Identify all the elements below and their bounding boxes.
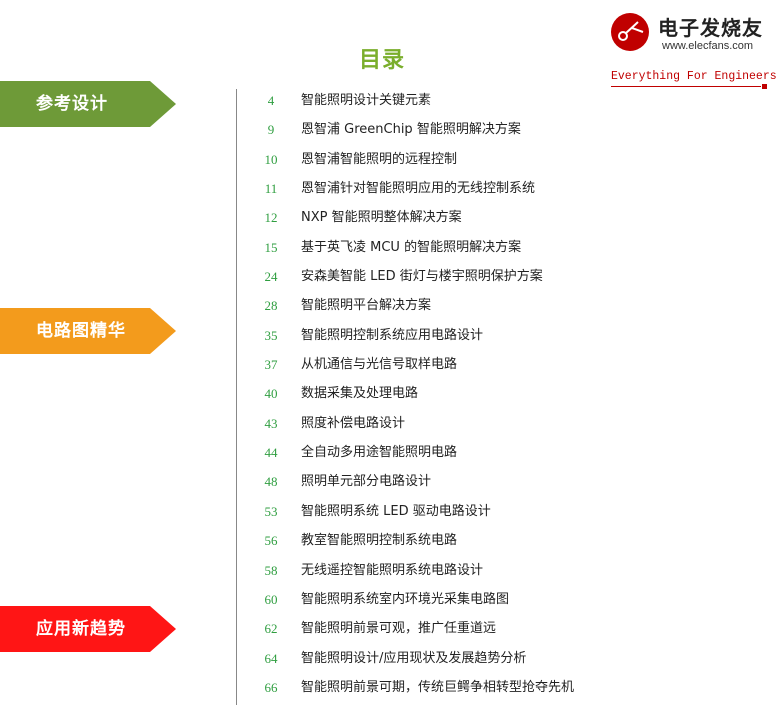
- toc-entry[interactable]: 9 恩智浦 GreenChip 智能照明解决方案: [256, 117, 521, 146]
- entry-title: 全自动多用途智能照明电路: [301, 445, 458, 461]
- page-number: 12: [264, 210, 278, 226]
- circuit-dot-icon: [611, 13, 649, 51]
- page-number: 66: [264, 679, 278, 695]
- page-number: 60: [264, 591, 278, 607]
- toc-entry[interactable]: 62 智能照明前景可观，推广任重道远: [256, 616, 497, 645]
- entry-title: 安森美智能 LED 街灯与楼宇照明保护方案: [301, 269, 543, 285]
- entry-title: 智能照明控制系统应用电路设计: [301, 327, 484, 343]
- page-number: 48: [264, 474, 278, 490]
- entry-title: 智能照明设计/应用现状及发展趋势分析: [301, 650, 527, 666]
- toc-entry[interactable]: 53 智能照明系统 LED 驱动电路设计: [256, 499, 491, 528]
- toc-entry[interactable]: 44 全自动多用途智能照明电路: [256, 440, 458, 469]
- toc-entry[interactable]: 56 教室智能照明控制系统电路: [256, 528, 458, 557]
- logo-tagline: Everything For Engineers: [611, 70, 777, 83]
- page-number: 40: [264, 386, 278, 402]
- toc-entry[interactable]: 37 从机通信与光信号取样电路: [256, 352, 458, 381]
- page-number: 9: [267, 122, 275, 138]
- entry-title: 从机通信与光信号取样电路: [301, 357, 458, 373]
- page-number: 62: [264, 621, 278, 637]
- page-number: 58: [264, 562, 278, 578]
- page-number: 10: [264, 151, 278, 167]
- tagline-end-dot: [762, 84, 767, 89]
- entry-title: 基于英飞凌 MCU 的智能照明解决方案: [301, 239, 522, 255]
- logo-name: 电子发烧友: [658, 16, 763, 40]
- toc-entry[interactable]: 10 恩智浦智能照明的远程控制: [256, 147, 458, 176]
- logo-url: www.elecfans.com: [662, 40, 754, 52]
- page-number: 37: [264, 357, 278, 373]
- section-tab-application-trends[interactable]: 应用新趋势: [0, 606, 176, 652]
- page-number: 35: [264, 327, 278, 343]
- toc-entry[interactable]: 11 恩智浦针对智能照明应用的无线控制系统: [256, 176, 535, 205]
- page-title: 目录: [358, 48, 405, 73]
- section-tab-reference-design[interactable]: 参考设计: [0, 81, 176, 127]
- entry-title: NXP 智能照明整体解决方案: [301, 210, 462, 226]
- page-number: 15: [264, 239, 278, 255]
- toc-entry[interactable]: 58 无线遥控智能照明系统电路设计: [256, 558, 484, 587]
- page-number: 4: [267, 93, 275, 108]
- toc-entry[interactable]: 4 智能照明设计关键元素: [256, 88, 431, 117]
- vertical-divider: [236, 89, 237, 705]
- section-tab-circuit-highlights[interactable]: 电路图精华: [0, 308, 176, 354]
- toc-entry[interactable]: 43 照度补偿电路设计: [256, 411, 406, 440]
- toc-entry[interactable]: 15 基于英飞凌 MCU 的智能照明解决方案: [256, 235, 522, 264]
- page-number: 28: [264, 298, 278, 314]
- entry-title: 恩智浦智能照明的远程控制: [301, 151, 458, 167]
- toc-entry[interactable]: 12 NXP 智能照明整体解决方案: [256, 205, 462, 234]
- toc-entry[interactable]: 64 智能照明设计/应用现状及发展趋势分析: [256, 646, 527, 675]
- entry-title: 智能照明前景可期，传统巨鳄争相转型抢夺先机: [301, 679, 575, 695]
- page-number: 11: [264, 181, 278, 197]
- page-number: 44: [264, 445, 278, 461]
- section-label: 电路图精华: [36, 321, 126, 341]
- page-number: 56: [264, 533, 278, 549]
- entry-title: 教室智能照明控制系统电路: [301, 533, 458, 549]
- entry-title: 智能照明前景可观，推广任重道远: [301, 621, 497, 637]
- section-label: 参考设计: [36, 94, 108, 114]
- entry-title: 智能照明系统室内环境光采集电路图: [301, 591, 510, 607]
- elecfans-logo[interactable]: 电子发烧友 www.elecfans.com Everything For En…: [606, 6, 777, 90]
- page-number: 24: [264, 269, 278, 285]
- page-number: 64: [264, 650, 278, 666]
- toc-entry[interactable]: 24 安森美智能 LED 街灯与楼宇照明保护方案: [256, 264, 543, 293]
- tagline-underline: [611, 86, 761, 87]
- entry-title: 恩智浦 GreenChip 智能照明解决方案: [301, 122, 521, 138]
- entry-title: 智能照明设计关键元素: [301, 93, 432, 108]
- section-label: 应用新趋势: [36, 619, 126, 639]
- entry-title: 智能照明平台解决方案: [301, 298, 432, 314]
- entry-title: 无线遥控智能照明系统电路设计: [301, 562, 484, 578]
- entry-title: 照明单元部分电路设计: [301, 474, 432, 490]
- entry-title: 照度补偿电路设计: [301, 415, 406, 431]
- page-number: 43: [264, 415, 278, 431]
- entry-title: 恩智浦针对智能照明应用的无线控制系统: [301, 181, 536, 197]
- toc-list: 4 智能照明设计关键元素 9 恩智浦 GreenChip 智能照明解决方案 10 恩智…: [256, 88, 575, 704]
- page-number: 53: [264, 503, 278, 519]
- toc-entry[interactable]: 60 智能照明系统室内环境光采集电路图: [256, 587, 510, 616]
- toc-entry[interactable]: 28 智能照明平台解决方案: [256, 293, 432, 322]
- entry-title: 智能照明系统 LED 驱动电路设计: [301, 503, 491, 519]
- toc-entry[interactable]: 66 智能照明前景可期，传统巨鳄争相转型抢夺先机: [256, 675, 575, 704]
- toc-entry[interactable]: 35 智能照明控制系统应用电路设计: [256, 323, 484, 352]
- toc-entry[interactable]: 40 数据采集及处理电路: [256, 381, 419, 410]
- toc-entry[interactable]: 48 照明单元部分电路设计: [256, 469, 432, 498]
- entry-title: 数据采集及处理电路: [301, 386, 419, 402]
